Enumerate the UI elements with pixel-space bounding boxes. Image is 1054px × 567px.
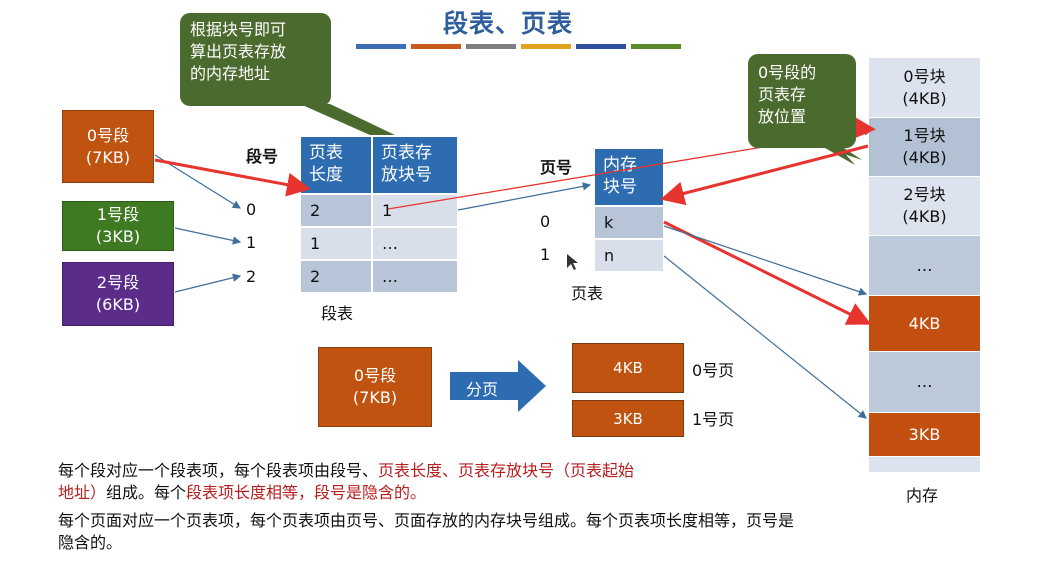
page-0-red-arrow — [663, 220, 872, 325]
segment-table-header-block: 页表存 放块号 — [372, 136, 458, 194]
page-table-cell: n — [594, 239, 664, 272]
callout-line: 放位置 — [758, 107, 807, 126]
segment-name: 0号段 — [353, 366, 397, 385]
memory-block-label: 3KB — [908, 424, 941, 444]
memory-block-label: 1号块 — [903, 126, 946, 145]
header-line: 内存 — [603, 155, 637, 175]
memory-block-size: (4KB) — [902, 88, 947, 108]
callout-line: 算出页表存放 — [190, 42, 287, 61]
header-line: 页表存 — [381, 143, 432, 163]
segment-index: 2 — [246, 267, 257, 286]
page-1-label: 1号页 — [692, 410, 735, 429]
segment-size: (7KB) — [352, 388, 398, 407]
memory-block-label: … — [916, 372, 933, 391]
callout-line: 根据块号即可 — [190, 20, 287, 39]
page-number-header: 页号 — [540, 158, 573, 177]
memory-block-1: 1号块 (4KB) — [869, 117, 980, 176]
header-line: 页表 — [309, 143, 343, 163]
callout-block-number-note: 根据块号即可 算出页表存放 的内存地址 — [180, 13, 331, 106]
segment-0-box: 0号段 (7KB) — [62, 110, 154, 183]
callout-line: 页表存 — [758, 85, 807, 104]
memory-block-label: 0号块 — [903, 66, 946, 86]
title-bar-segment — [356, 44, 406, 49]
segment-size: (7KB) — [85, 147, 131, 167]
segment-size: (3KB) — [95, 227, 141, 246]
callout-tail — [300, 104, 395, 135]
page-1-box: 3KB — [572, 400, 684, 437]
memory-block-free — [869, 456, 980, 472]
desc-highlight: 地址） — [58, 483, 107, 502]
mouse-cursor-icon — [567, 254, 578, 270]
title-bar-segment — [411, 44, 461, 49]
desc-highlight: 段表项长度相等，段号是隐含的。 — [186, 483, 427, 502]
page-0-box: 4KB — [572, 343, 684, 393]
memory-block-0: 0号块 (4KB) — [869, 57, 980, 117]
header-line: 放块号 — [381, 165, 432, 185]
segment-to-page-table-pointer — [457, 182, 592, 211]
memory-block-label: 4KB — [908, 313, 941, 333]
page-table-header: 内存 块号 — [594, 148, 664, 206]
desc-highlight: 页表长度、页表存放块号（页表起始 — [378, 461, 635, 480]
segment-table-header-length: 页表 长度 — [300, 136, 372, 194]
title-bar-segment — [576, 44, 626, 49]
segment-table-cell: … — [372, 260, 458, 293]
segment-name: 2号段 — [96, 273, 140, 292]
paging-arrow-label: 分页 — [466, 380, 499, 399]
page-table-cell: k — [594, 206, 664, 239]
title-bar-segment — [631, 44, 681, 49]
segment-table-caption: 段表 — [321, 304, 354, 323]
segment-2-pointer — [174, 273, 242, 293]
memory-block-label: … — [916, 255, 933, 275]
header-line: 长度 — [309, 165, 343, 185]
desc-text: 组成。每个 — [106, 483, 187, 502]
memory-caption: 内存 — [906, 486, 939, 505]
callout-right-red-arrow — [851, 115, 876, 140]
title-bar-segment — [521, 44, 571, 49]
segment-table-cell: 2 — [300, 194, 372, 227]
segment-size: (6KB) — [95, 295, 141, 314]
segment-2-box: 2号段 (6KB) — [62, 262, 174, 326]
callout-line: 0号段的 — [758, 63, 817, 82]
segment-table-description: 每个段对应一个段表项，每个段表项由段号、页表长度、页表存放块号（页表起始地址）组… — [58, 460, 818, 504]
memory-block-size: (4KB) — [902, 207, 947, 226]
callout-line: 的内存地址 — [190, 64, 271, 83]
desc-text: 每个段对应一个段表项，每个段表项由段号、 — [58, 461, 379, 480]
segment-number-header: 段号 — [246, 147, 279, 166]
memory-block-2: 2号块 (4KB) — [869, 176, 980, 235]
page-0-label: 0号页 — [692, 361, 735, 380]
slide-title: 段表、页表 — [443, 9, 574, 38]
segment-name: 0号段 — [86, 125, 130, 145]
memory-block-page0: 4KB — [869, 295, 980, 351]
segment-table-cell: 1 — [372, 194, 458, 227]
segment-0-red-arrow — [154, 158, 311, 197]
page-table-caption: 页表 — [571, 284, 604, 303]
memory-block-ellipsis: … — [869, 351, 980, 412]
segment-index: 1 — [246, 233, 257, 252]
memory-block-size: (4KB) — [902, 148, 947, 167]
page-index: 0 — [540, 212, 551, 231]
page-0-pointer — [663, 225, 868, 296]
memory-block-page1: 3KB — [869, 412, 980, 456]
segment-1-box: 1号段 (3KB) — [62, 201, 174, 251]
callout-tail — [826, 148, 862, 160]
page-1-pointer — [663, 255, 867, 419]
title-bar-segment — [466, 44, 516, 49]
callout-tail — [810, 148, 855, 165]
segment-name: 1号段 — [96, 205, 140, 224]
memory-block-ellipsis: … — [869, 235, 980, 295]
segment-1-pointer — [174, 227, 242, 245]
segment-table-cell: 2 — [300, 260, 372, 293]
memory-block-label: 2号块 — [903, 185, 946, 204]
page-table-location-red-arrow — [660, 144, 869, 206]
page-table-description: 每个页面对应一个页表项，每个页表项由页号、页面存放的内存块号组成。每个页表项长度… — [58, 511, 795, 552]
paging-segment-box: 0号段 (7KB) — [318, 347, 432, 427]
page-index: 1 — [540, 245, 551, 264]
segment-table-cell: … — [372, 227, 458, 260]
callout-page-table-location: 0号段的 页表存 放位置 — [748, 54, 856, 148]
segment-table-cell: 1 — [300, 227, 372, 260]
segment-index: 0 — [246, 200, 257, 219]
header-line: 块号 — [603, 177, 637, 197]
